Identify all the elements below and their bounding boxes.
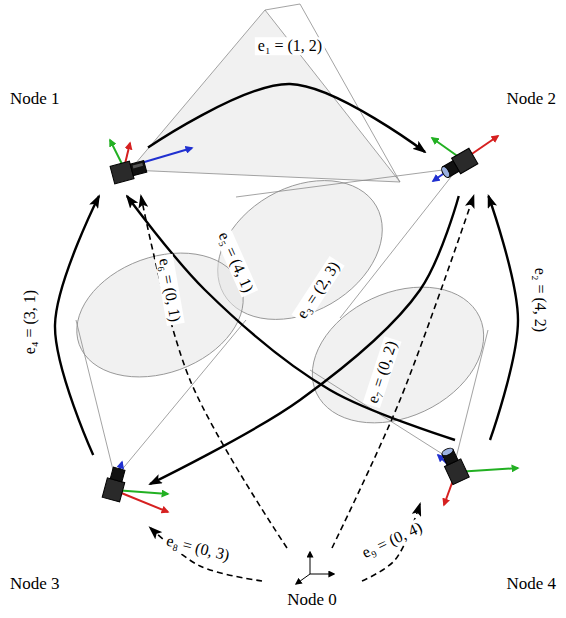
node-label: Node 2 <box>506 90 556 109</box>
edge-label: e₁ = (1, 2) <box>255 37 325 55</box>
view-cone <box>59 4 505 478</box>
dashed-edge <box>332 196 474 548</box>
edge-label: e₃ = (2, 3) <box>291 256 344 325</box>
camera-icon <box>438 445 518 505</box>
edge-label: e₅ = (4, 1) <box>214 226 259 297</box>
dashed-edge <box>141 196 287 548</box>
edge-label: e₆ = (0, 1) <box>155 254 185 326</box>
camera-icon <box>102 462 168 512</box>
camera-icon <box>432 136 498 181</box>
edge-arrow <box>55 196 99 455</box>
node-label: Node 0 <box>287 591 337 610</box>
node-label: Node 4 <box>506 575 556 594</box>
camera-node: Node 1 <box>8 86 148 196</box>
camera-node: Node 4 <box>420 440 560 600</box>
edge-arrow <box>148 84 425 152</box>
edge-label: e₉ = (0, 4) <box>356 517 427 563</box>
node-label: Node 1 <box>10 90 60 109</box>
edge-label: e₄ = (3, 1) <box>21 287 39 357</box>
camera-node: Node 2 <box>425 86 560 196</box>
dashed-edge <box>150 528 262 582</box>
edge-arrow <box>127 196 455 440</box>
edge-arrow <box>150 196 459 484</box>
edge-arrow <box>488 196 518 440</box>
world-frame <box>296 552 334 584</box>
node-label: Node 3 <box>10 575 60 594</box>
edge-label: e₈ = (0, 3) <box>162 531 235 565</box>
camera-node: Node 3 <box>8 455 150 600</box>
edge-label: e₇ = (0, 2) <box>363 336 401 408</box>
camera-node: Node 0 <box>262 548 362 614</box>
edge-label: e₂ = (4, 2) <box>531 265 549 335</box>
